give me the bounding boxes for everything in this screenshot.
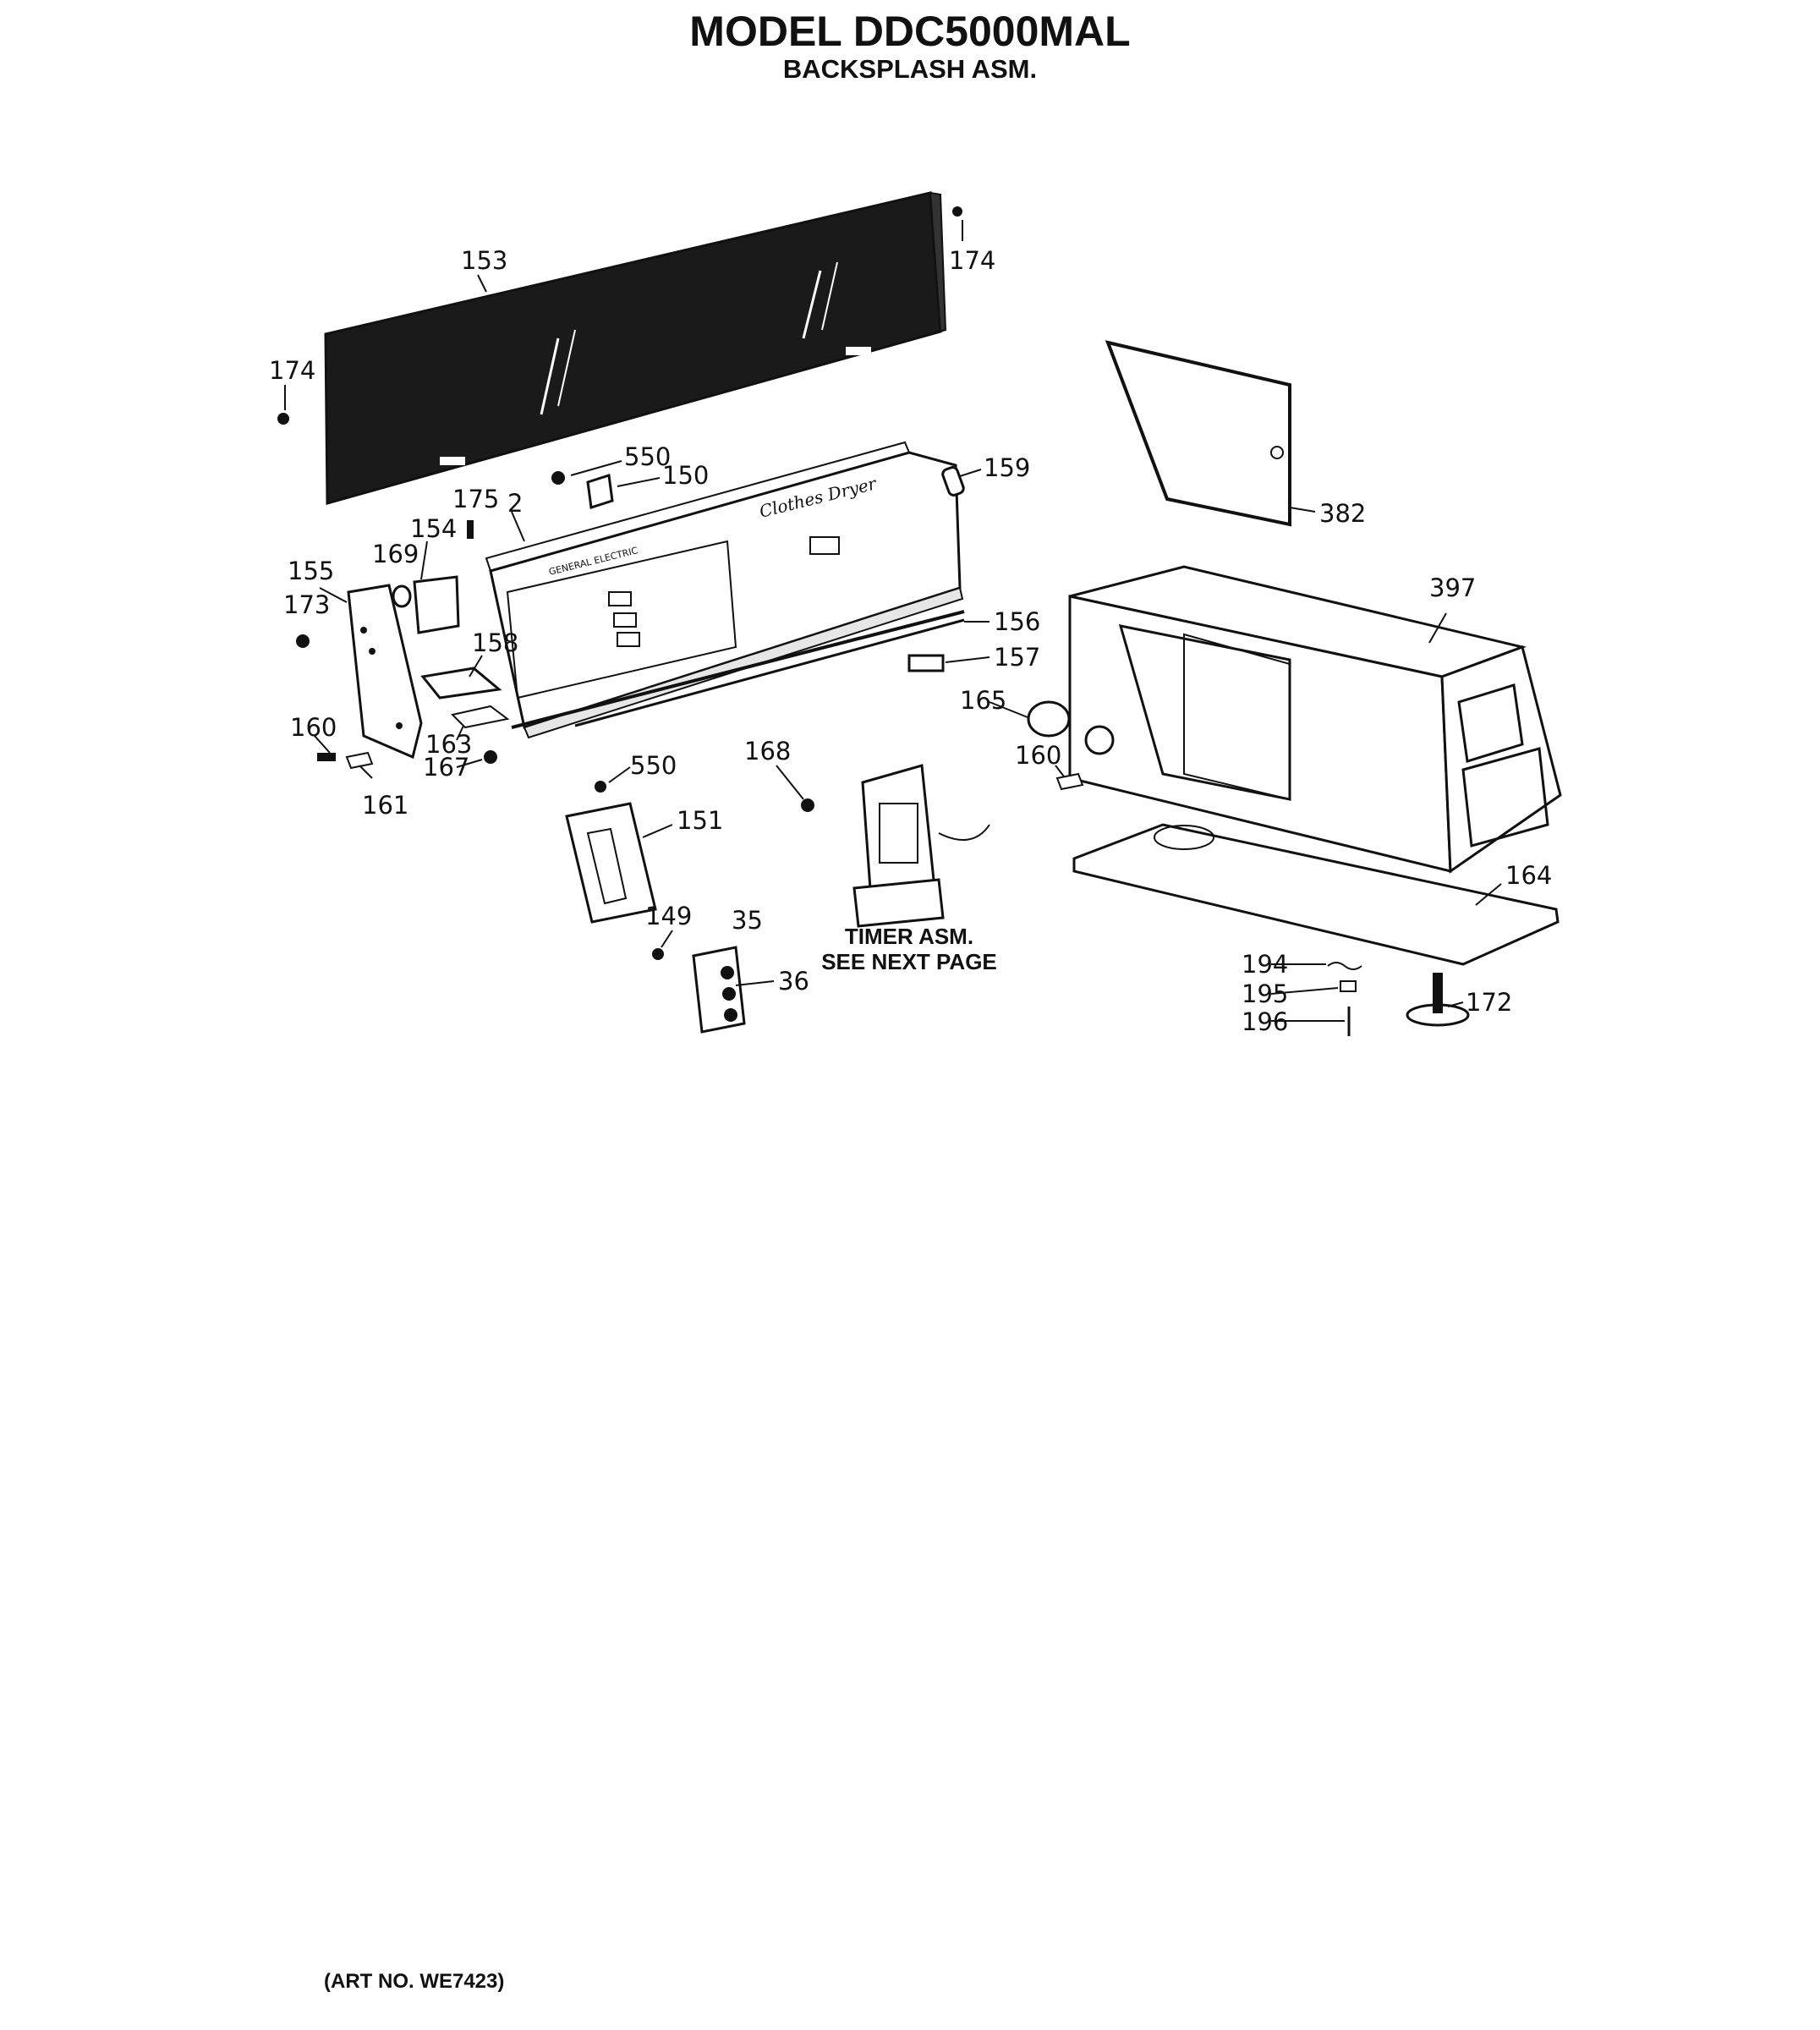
timer-callout-line2: SEE NEXT PAGE [821,949,997,974]
label-154: 154 [410,514,457,543]
label-174-left: 174 [269,356,315,385]
label-169: 169 [372,540,419,568]
label-149: 149 [645,902,692,930]
part-backsplash-housing [1068,565,1562,874]
label-164: 164 [1505,861,1552,890]
part-access-cover [1105,340,1291,527]
label-172: 172 [1466,988,1512,1017]
timer-callout-line1: TIMER ASM. [844,924,974,949]
label-153: 153 [461,246,507,275]
label-159: 159 [984,453,1030,482]
part-timer-assembly [852,764,990,928]
art-number: (ART NO. WE7423) [324,1970,505,1993]
timer-callout: TIMER ASM. SEE NEXT PAGE [808,924,1011,974]
label-156: 156 [994,607,1040,636]
part-number-labels: 153 174 174 550 150 159 175 2 154 169 15… [269,246,1552,1036]
part-base-plate [1072,823,1560,966]
label-150: 150 [662,461,709,490]
label-160-left: 160 [290,713,337,742]
label-158: 158 [472,628,518,657]
label-155: 155 [288,557,334,585]
part-control-panel: GENERAL ELECTRIC Clothes Dryer [485,441,964,739]
label-175: 175 [452,485,499,513]
label-397: 397 [1429,573,1476,602]
label-157: 157 [994,643,1040,672]
label-35: 35 [732,906,763,935]
part-glass-panel [324,191,947,505]
small-parts [277,206,1470,1036]
label-194: 194 [1242,950,1288,979]
leader-lines [284,220,1502,1022]
label-163: 163 [425,730,472,759]
label-167: 167 [423,753,469,782]
label-165: 165 [960,686,1006,715]
label-151: 151 [677,806,723,835]
label-550-lower: 550 [630,751,677,780]
label-550-top: 550 [624,442,671,471]
label-173: 173 [283,590,330,619]
label-382: 382 [1319,499,1366,528]
label-196: 196 [1242,1007,1288,1036]
part-end-bracket [347,584,423,760]
label-36: 36 [778,967,809,996]
label-174-right: 174 [949,246,995,275]
model-title: MODEL DDC5000MAL [689,8,1131,55]
label-161: 161 [362,791,408,820]
label-195: 195 [1242,979,1288,1008]
label-2: 2 [507,489,523,518]
part-trim-strip [511,610,965,729]
label-160-right: 160 [1015,741,1061,770]
assembly-subtitle: BACKSPLASH ASM. [782,54,1038,84]
label-168: 168 [744,737,791,765]
